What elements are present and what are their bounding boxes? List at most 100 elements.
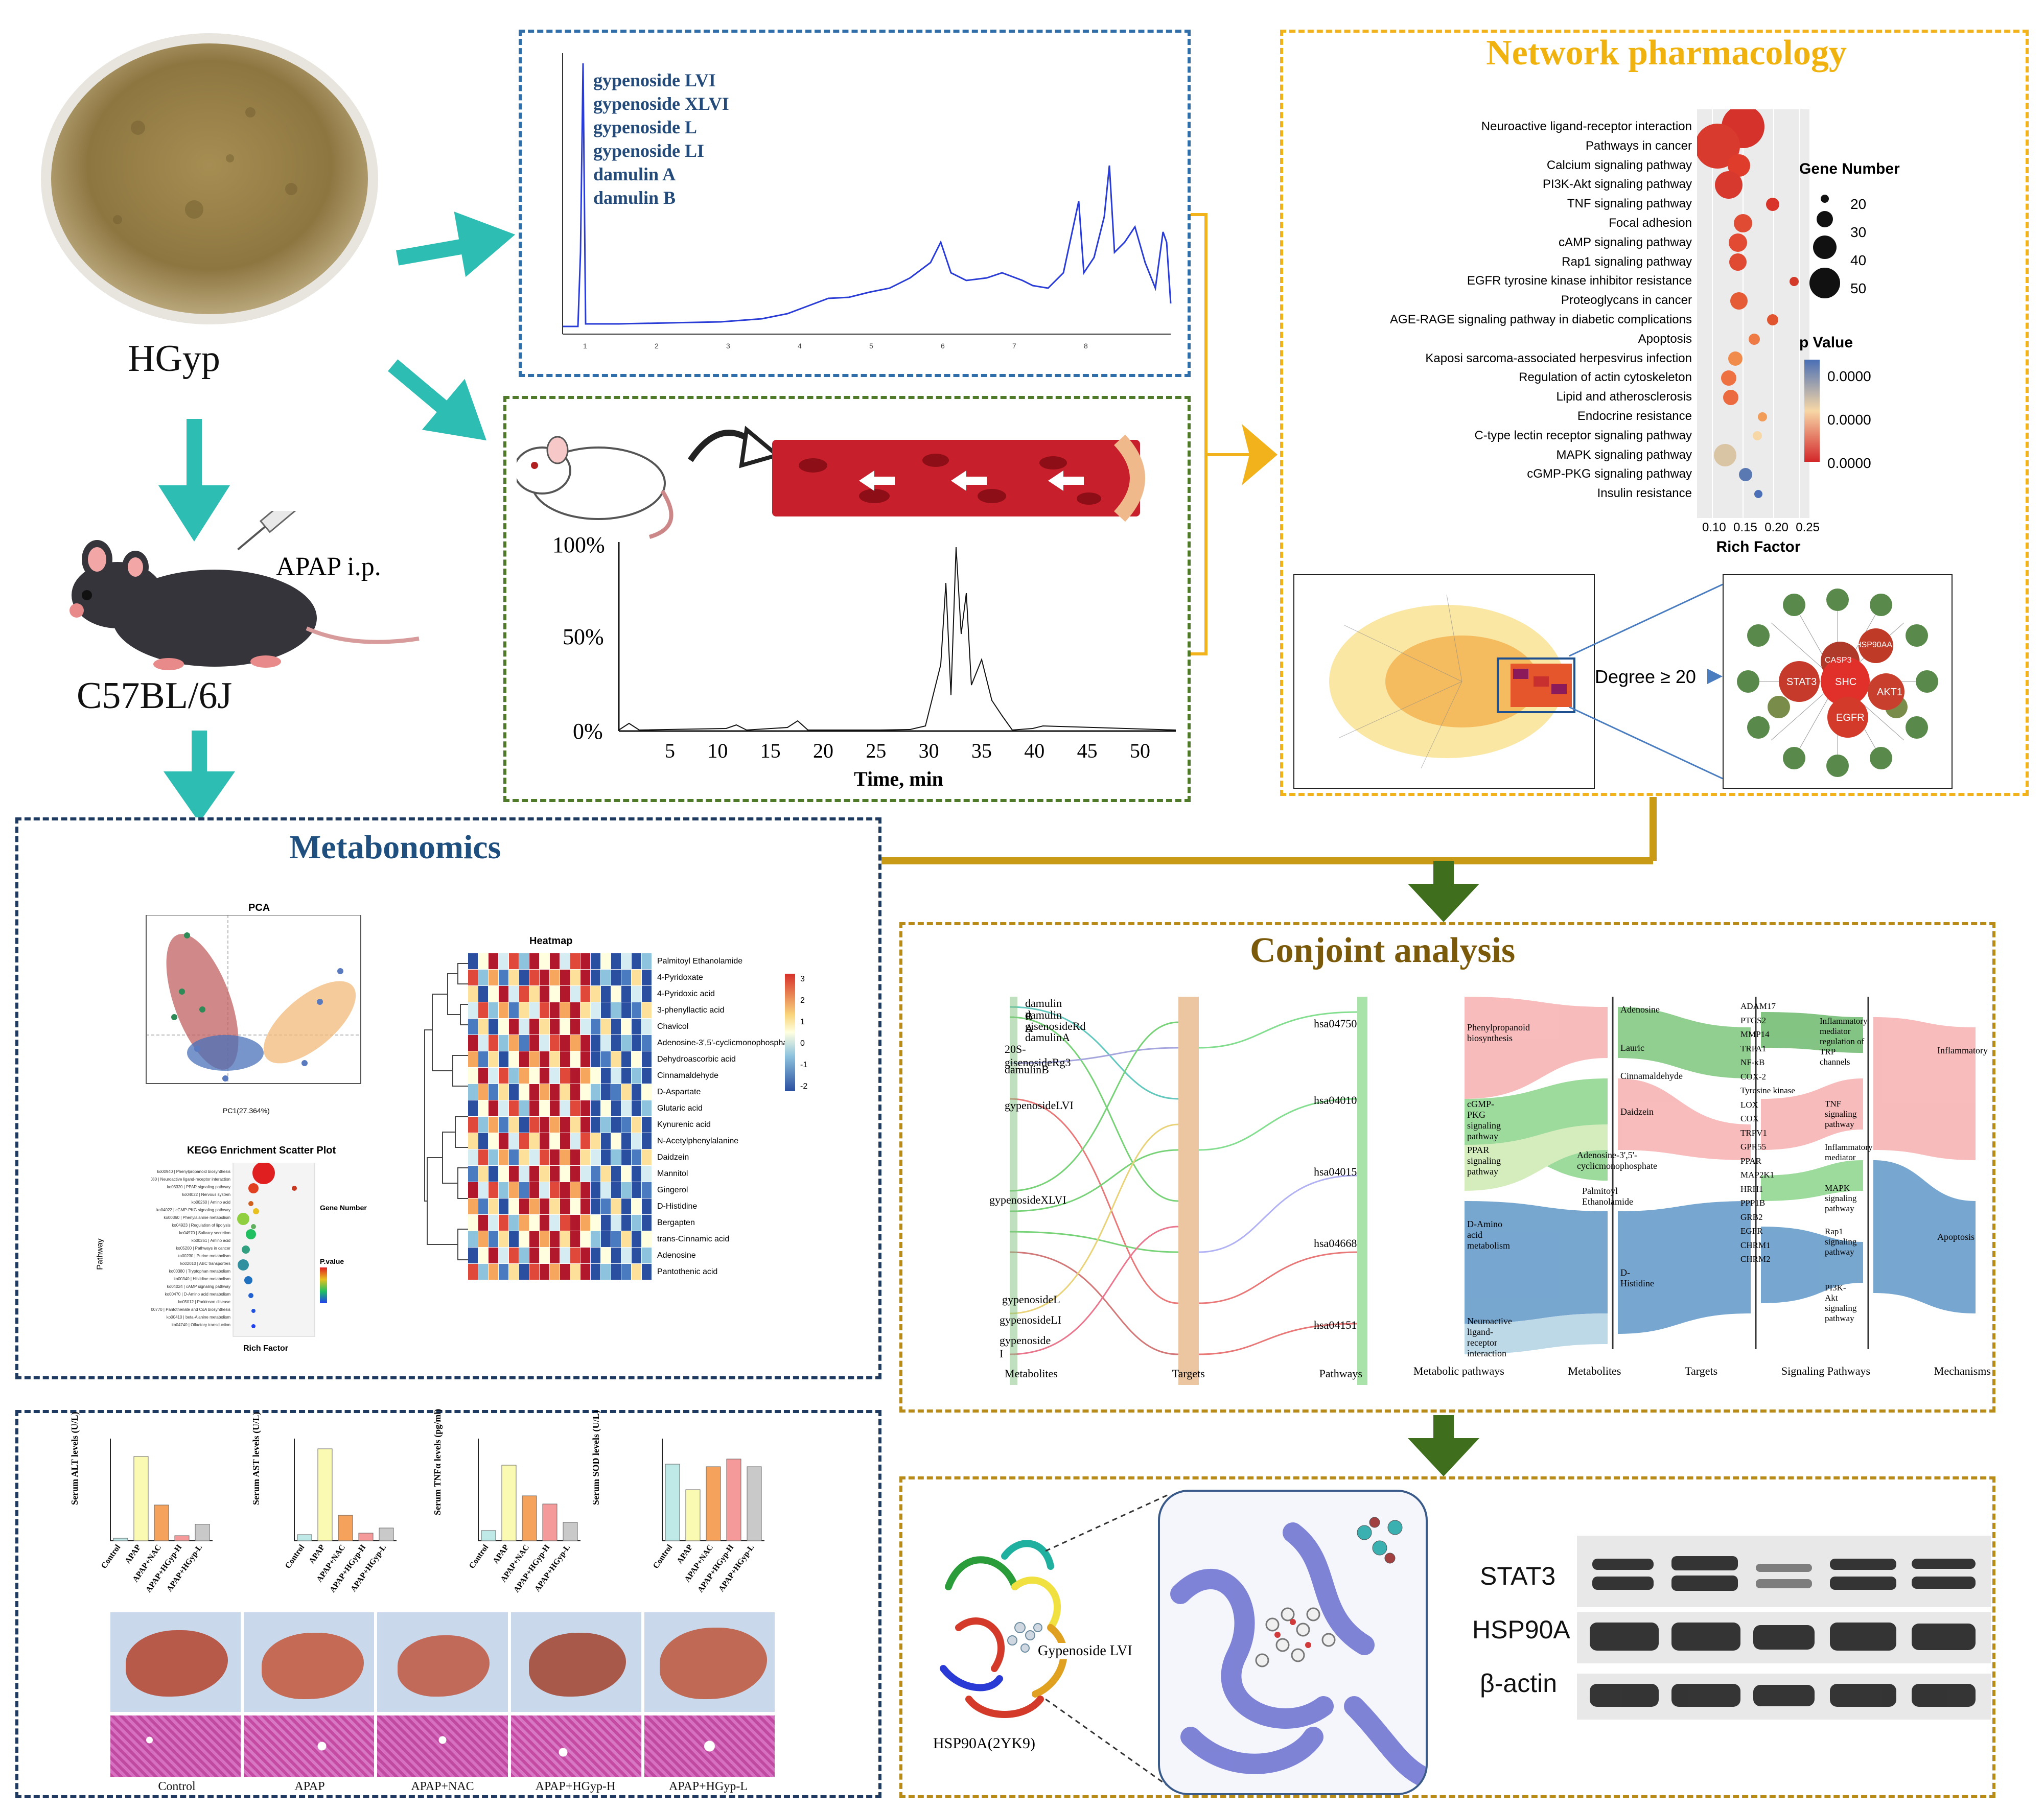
heatmap-cell bbox=[642, 1019, 652, 1035]
svg-text:ko04740 | Olfactory transducti: ko04740 | Olfactory transduction bbox=[172, 1323, 230, 1327]
heatmap-cell bbox=[611, 1149, 621, 1165]
heatmap-cell bbox=[499, 1166, 508, 1182]
right-target: Tyrosine kinase bbox=[1740, 1086, 1795, 1095]
heatmap-cell bbox=[560, 1182, 570, 1198]
heatmap-cell bbox=[560, 1035, 570, 1051]
he-stain-image bbox=[377, 1715, 508, 1777]
heatmap-cell bbox=[591, 1019, 600, 1035]
serum-bar bbox=[665, 1464, 680, 1541]
heatmap-cell bbox=[560, 1068, 570, 1084]
heatmap-cell bbox=[611, 1182, 621, 1198]
docking-panel: Gypenoside LVI HSP90A(2YK9) STAT3 HSP90A… bbox=[899, 1476, 1995, 1798]
heatmap-cell bbox=[529, 1084, 539, 1100]
network-xtick: 0.25 bbox=[1796, 521, 1820, 534]
heatmap-cell bbox=[550, 1068, 560, 1084]
compound-list: gypenoside LVI gypenoside XLVI gypenosid… bbox=[593, 68, 729, 209]
svg-text:ko00770 | Pantothenate and CoA: ko00770 | Pantothenate and CoA biosynthe… bbox=[151, 1307, 230, 1312]
heatmap-cell bbox=[632, 953, 641, 969]
heatmap-cell bbox=[529, 1215, 539, 1231]
p-legend-value: 0.0000 bbox=[1827, 368, 1871, 384]
core-node-label: EGFR bbox=[1836, 712, 1865, 723]
heatmap-cell bbox=[519, 1248, 529, 1263]
serum-bar bbox=[379, 1527, 394, 1541]
heatmap-cell bbox=[468, 1264, 478, 1280]
metabonomics-title: Metabonomics bbox=[289, 829, 501, 866]
degree-label: Degree ≥ 20 bbox=[1595, 666, 1696, 688]
heatmap-cell bbox=[468, 986, 478, 1002]
right-metabolic-item: Phenylpropanoid biosynthesis bbox=[1467, 1022, 1530, 1043]
bar-ylabel: Serum AST levels (U/L) bbox=[251, 1412, 261, 1505]
heatmap-cell bbox=[621, 1002, 631, 1018]
network-bubble-plot bbox=[1697, 109, 1809, 518]
heatmap-cell bbox=[621, 1248, 631, 1263]
heatmap-cell bbox=[632, 1100, 641, 1116]
heatmap-cell bbox=[519, 1264, 529, 1280]
serum-bar bbox=[297, 1534, 312, 1541]
heatmap-cell bbox=[591, 1051, 600, 1067]
liver-group-label: APAP+HGyp-H bbox=[535, 1780, 616, 1793]
heatmap-row-label: Chavicol bbox=[657, 1022, 689, 1031]
heatmap-cell bbox=[642, 1051, 652, 1067]
heatmap-cell bbox=[478, 1215, 488, 1231]
heatmap-cell bbox=[509, 1166, 519, 1182]
heatmap-cell bbox=[611, 1215, 621, 1231]
heatmap-cell bbox=[478, 986, 488, 1002]
heatmap-dendrogram bbox=[424, 963, 468, 1260]
heatmap-cell bbox=[580, 953, 590, 969]
heatmap-cell bbox=[519, 1215, 529, 1231]
pathway-label: Proteoglycans in cancer bbox=[1561, 293, 1692, 308]
heatmap-cell bbox=[601, 1051, 611, 1067]
conjoint-title: Conjoint analysis bbox=[1250, 931, 1516, 970]
plasma-ytick: 100% bbox=[552, 532, 605, 557]
heatmap-cell bbox=[580, 1117, 590, 1133]
right-target: LOX bbox=[1740, 1099, 1758, 1110]
heatmap-cell bbox=[540, 970, 549, 985]
heatmap-cell bbox=[621, 1084, 631, 1100]
serum-bar bbox=[358, 1533, 374, 1541]
heatmap-cell bbox=[478, 1182, 488, 1198]
heatmap-cell bbox=[550, 986, 560, 1002]
left-metabolite: damulin A bbox=[1025, 1008, 1062, 1035]
serum-bar bbox=[481, 1530, 496, 1541]
heatmap-cell bbox=[478, 1019, 488, 1035]
svg-text:7: 7 bbox=[1012, 342, 1016, 350]
bar-group-label: APAP bbox=[492, 1543, 511, 1565]
heatmap-scale-value: 2 bbox=[800, 996, 805, 1005]
heatmap-cell bbox=[529, 953, 539, 969]
right-metabolic-item: D-Amino acid metabolism bbox=[1467, 1219, 1510, 1251]
right-target: MAP2K1 bbox=[1740, 1170, 1775, 1180]
svg-text:ko04022 | cGMP-PKG signaling p: ko04022 | cGMP-PKG signaling pathway bbox=[156, 1208, 230, 1212]
serum-bar bbox=[195, 1524, 210, 1541]
heatmap-cell bbox=[611, 1264, 621, 1280]
svg-text:ko00470 | D-Amino acid metabol: ko00470 | D-Amino acid metabolism bbox=[165, 1292, 231, 1297]
p-legend-value: 0.0000 bbox=[1827, 412, 1871, 428]
pca-xlabel: PC1(27.364%) bbox=[223, 1107, 270, 1115]
heatmap-cell bbox=[591, 1149, 600, 1165]
plasma-xtick: 5 bbox=[665, 739, 675, 762]
heatmap-grid bbox=[468, 953, 652, 1280]
bar-group-label: Control bbox=[100, 1543, 123, 1570]
heatmap-cell bbox=[540, 1100, 549, 1116]
bar-ylabel: Serum TNFα levels (pg/ml) bbox=[432, 1408, 443, 1515]
heatmap-cell bbox=[570, 1133, 580, 1149]
heatmap-cell bbox=[540, 953, 549, 969]
plasma-panel: 100% 50% 0% 5 10 15 20 25 30 35 40 45 50… bbox=[503, 396, 1191, 802]
heatmap-cell bbox=[550, 970, 560, 985]
core-node-label: STAT3 bbox=[1786, 676, 1817, 688]
heatmap-cell bbox=[478, 1198, 488, 1214]
bar-group-label: APAP+HGyp-H bbox=[144, 1543, 183, 1594]
heatmap-cell bbox=[632, 1149, 641, 1165]
heatmap-cell bbox=[509, 1231, 519, 1247]
heatmap-cell bbox=[611, 986, 621, 1002]
svg-text:ko00340 | Histidine metabolism: ko00340 | Histidine metabolism bbox=[174, 1277, 230, 1281]
heatmap-cell bbox=[591, 1182, 600, 1198]
heatmap-cell bbox=[570, 1182, 580, 1198]
heatmap-cell bbox=[601, 1149, 611, 1165]
pathway-label: Calcium signaling pathway bbox=[1546, 158, 1692, 172]
heatmap-cell bbox=[509, 1002, 519, 1018]
heatmap-cell bbox=[611, 970, 621, 985]
heatmap-cell bbox=[550, 1231, 560, 1247]
heatmap-cell bbox=[570, 1215, 580, 1231]
heatmap-cell bbox=[519, 970, 529, 985]
